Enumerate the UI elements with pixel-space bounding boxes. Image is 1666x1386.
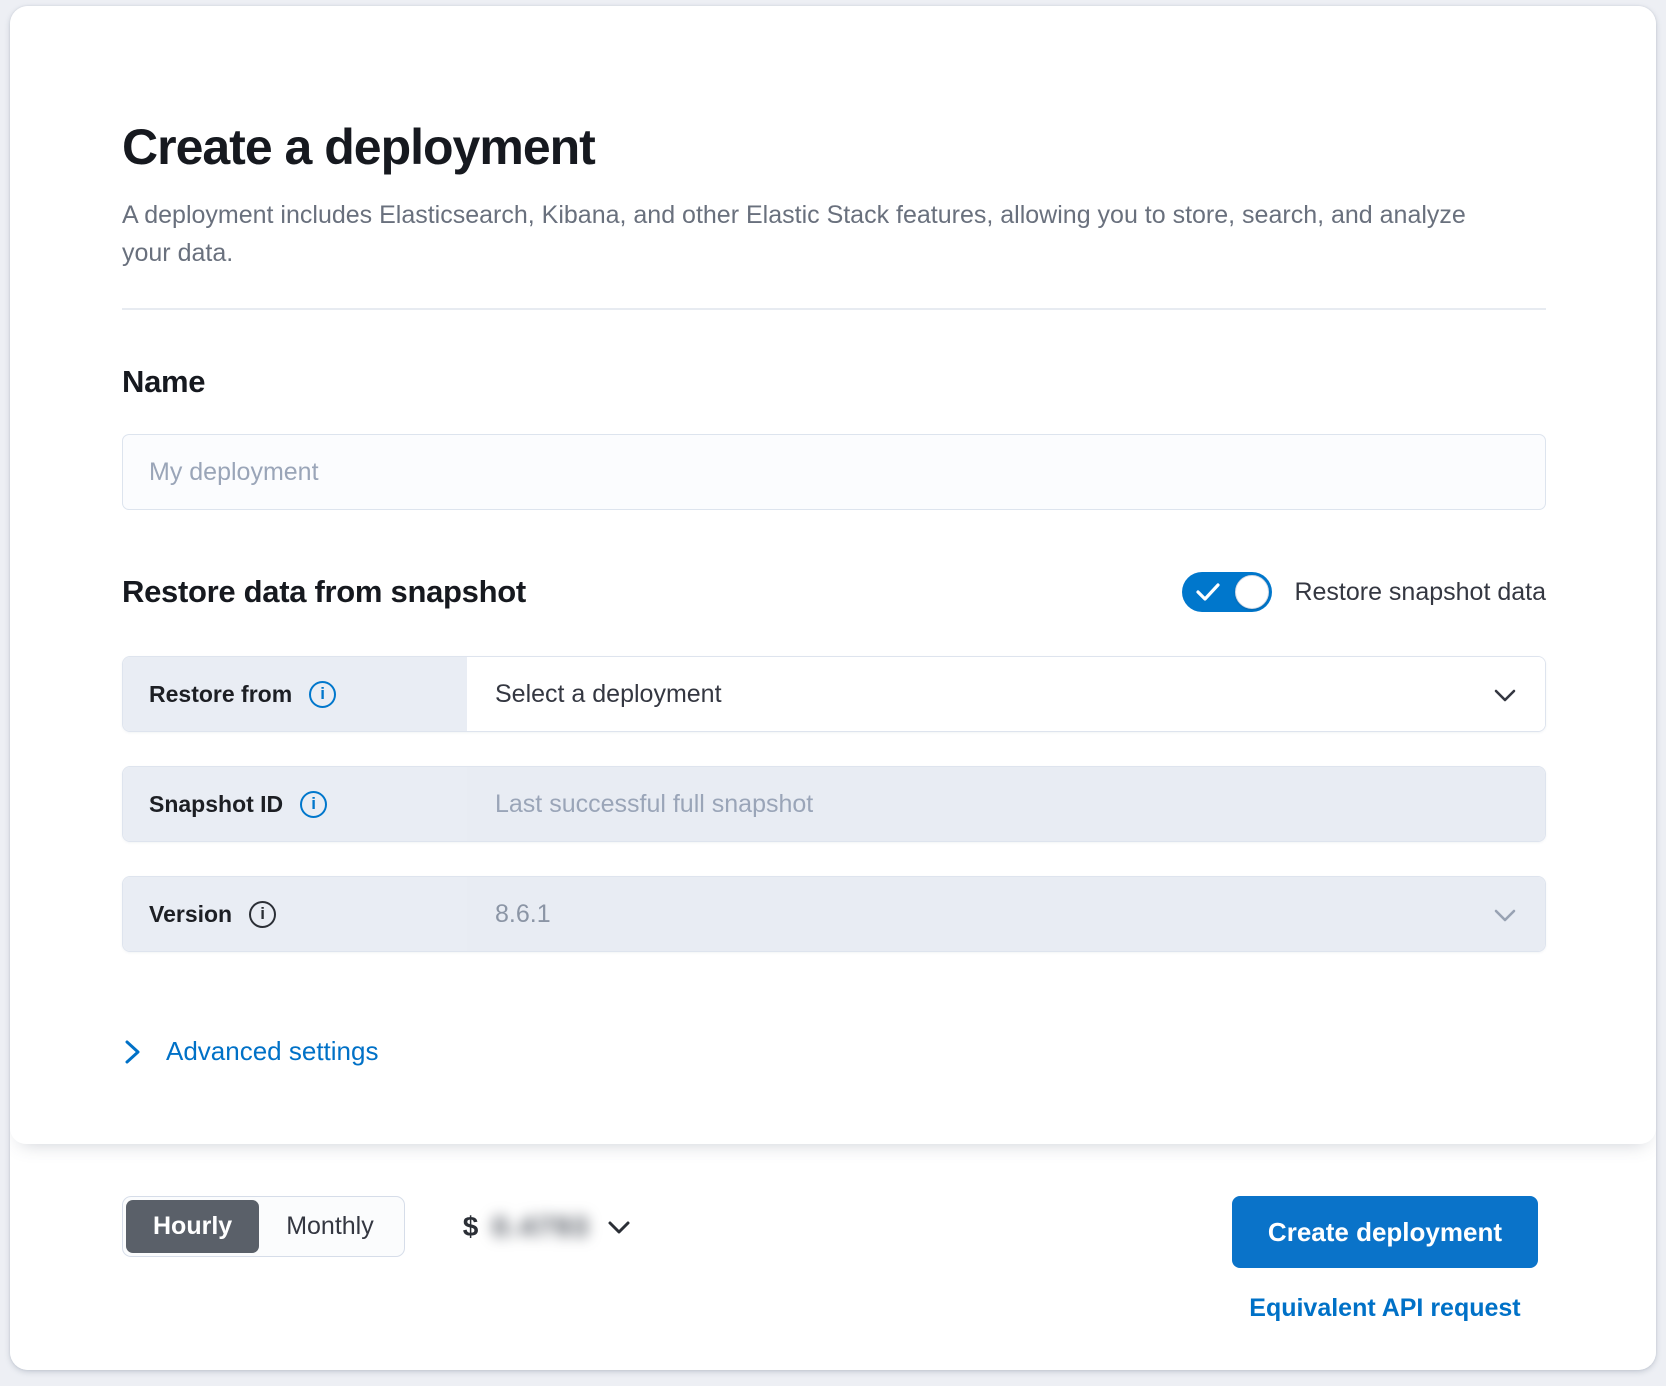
snapshot-section-header: Restore data from snapshot Restore snaps… — [122, 572, 1546, 612]
price-display[interactable]: $ 0.4793 — [463, 1211, 634, 1243]
restore-from-label: Restore from — [149, 680, 293, 707]
version-row: Version 8.6.1 — [122, 876, 1546, 952]
chevron-down-icon — [1494, 689, 1516, 702]
deployment-name-input[interactable] — [122, 434, 1546, 510]
hourly-button[interactable]: Hourly — [126, 1200, 260, 1253]
chevron-down-icon — [608, 1221, 630, 1233]
check-icon — [1196, 583, 1221, 601]
page-title: Create a deployment — [122, 119, 596, 175]
footer-billing-area: Hourly Monthly $ 0.4793 — [122, 1196, 634, 1257]
equivalent-api-link[interactable]: Equivalent API request — [1249, 1294, 1521, 1322]
snapshot-heading: Restore data from snapshot — [122, 574, 526, 609]
restore-snapshot-toggle-group: Restore snapshot data — [1182, 572, 1546, 612]
advanced-settings-link[interactable]: Advanced settings — [122, 1036, 378, 1067]
version-select[interactable]: 8.6.1 — [467, 877, 1545, 951]
chevron-down-icon — [1494, 909, 1516, 922]
info-icon[interactable] — [300, 790, 328, 818]
footer-actions: Create deployment Equivalent API request — [1231, 1196, 1538, 1323]
divider — [122, 308, 1546, 310]
snapshot-id-input[interactable] — [495, 789, 1475, 819]
restore-from-select[interactable]: Select a deployment — [467, 657, 1545, 731]
chevron-right-icon — [125, 1040, 140, 1063]
price-amount-blurred: 0.4793 — [492, 1210, 590, 1242]
version-label-cell: Version — [123, 877, 467, 951]
create-deployment-button[interactable]: Create deployment — [1231, 1196, 1538, 1268]
advanced-settings-label: Advanced settings — [166, 1036, 379, 1066]
currency-symbol: $ — [462, 1210, 479, 1242]
info-icon[interactable] — [249, 900, 277, 928]
snapshot-id-label-cell: Snapshot ID — [123, 767, 467, 841]
snapshot-id-field — [467, 767, 1545, 841]
restore-from-row: Restore from Select a deployment — [122, 656, 1546, 732]
restore-from-label-cell: Restore from — [123, 657, 467, 731]
toggle-knob — [1235, 575, 1270, 609]
create-deployment-card: Create a deployment A deployment include… — [10, 6, 1656, 1370]
version-label: Version — [149, 900, 233, 927]
info-icon[interactable] — [309, 680, 337, 708]
toggle-label: Restore snapshot data — [1294, 577, 1546, 606]
restore-from-value: Select a deployment — [495, 679, 722, 708]
footer-bar: Hourly Monthly $ 0.4793 Create deploymen… — [10, 1146, 1656, 1370]
name-heading: Name — [122, 364, 206, 399]
snapshot-form-rows: Restore from Select a deployment Snapsho… — [122, 656, 1546, 952]
snapshot-id-row: Snapshot ID — [122, 766, 1546, 842]
billing-period-toggle: Hourly Monthly — [122, 1196, 405, 1257]
page-subtitle: A deployment includes Elasticsearch, Kib… — [122, 201, 1466, 267]
main-content: Create a deployment A deployment include… — [10, 6, 1656, 1144]
restore-snapshot-toggle[interactable] — [1182, 572, 1273, 612]
version-value: 8.6.1 — [495, 899, 551, 928]
monthly-button[interactable]: Monthly — [259, 1200, 401, 1253]
snapshot-id-label: Snapshot ID — [149, 790, 284, 817]
